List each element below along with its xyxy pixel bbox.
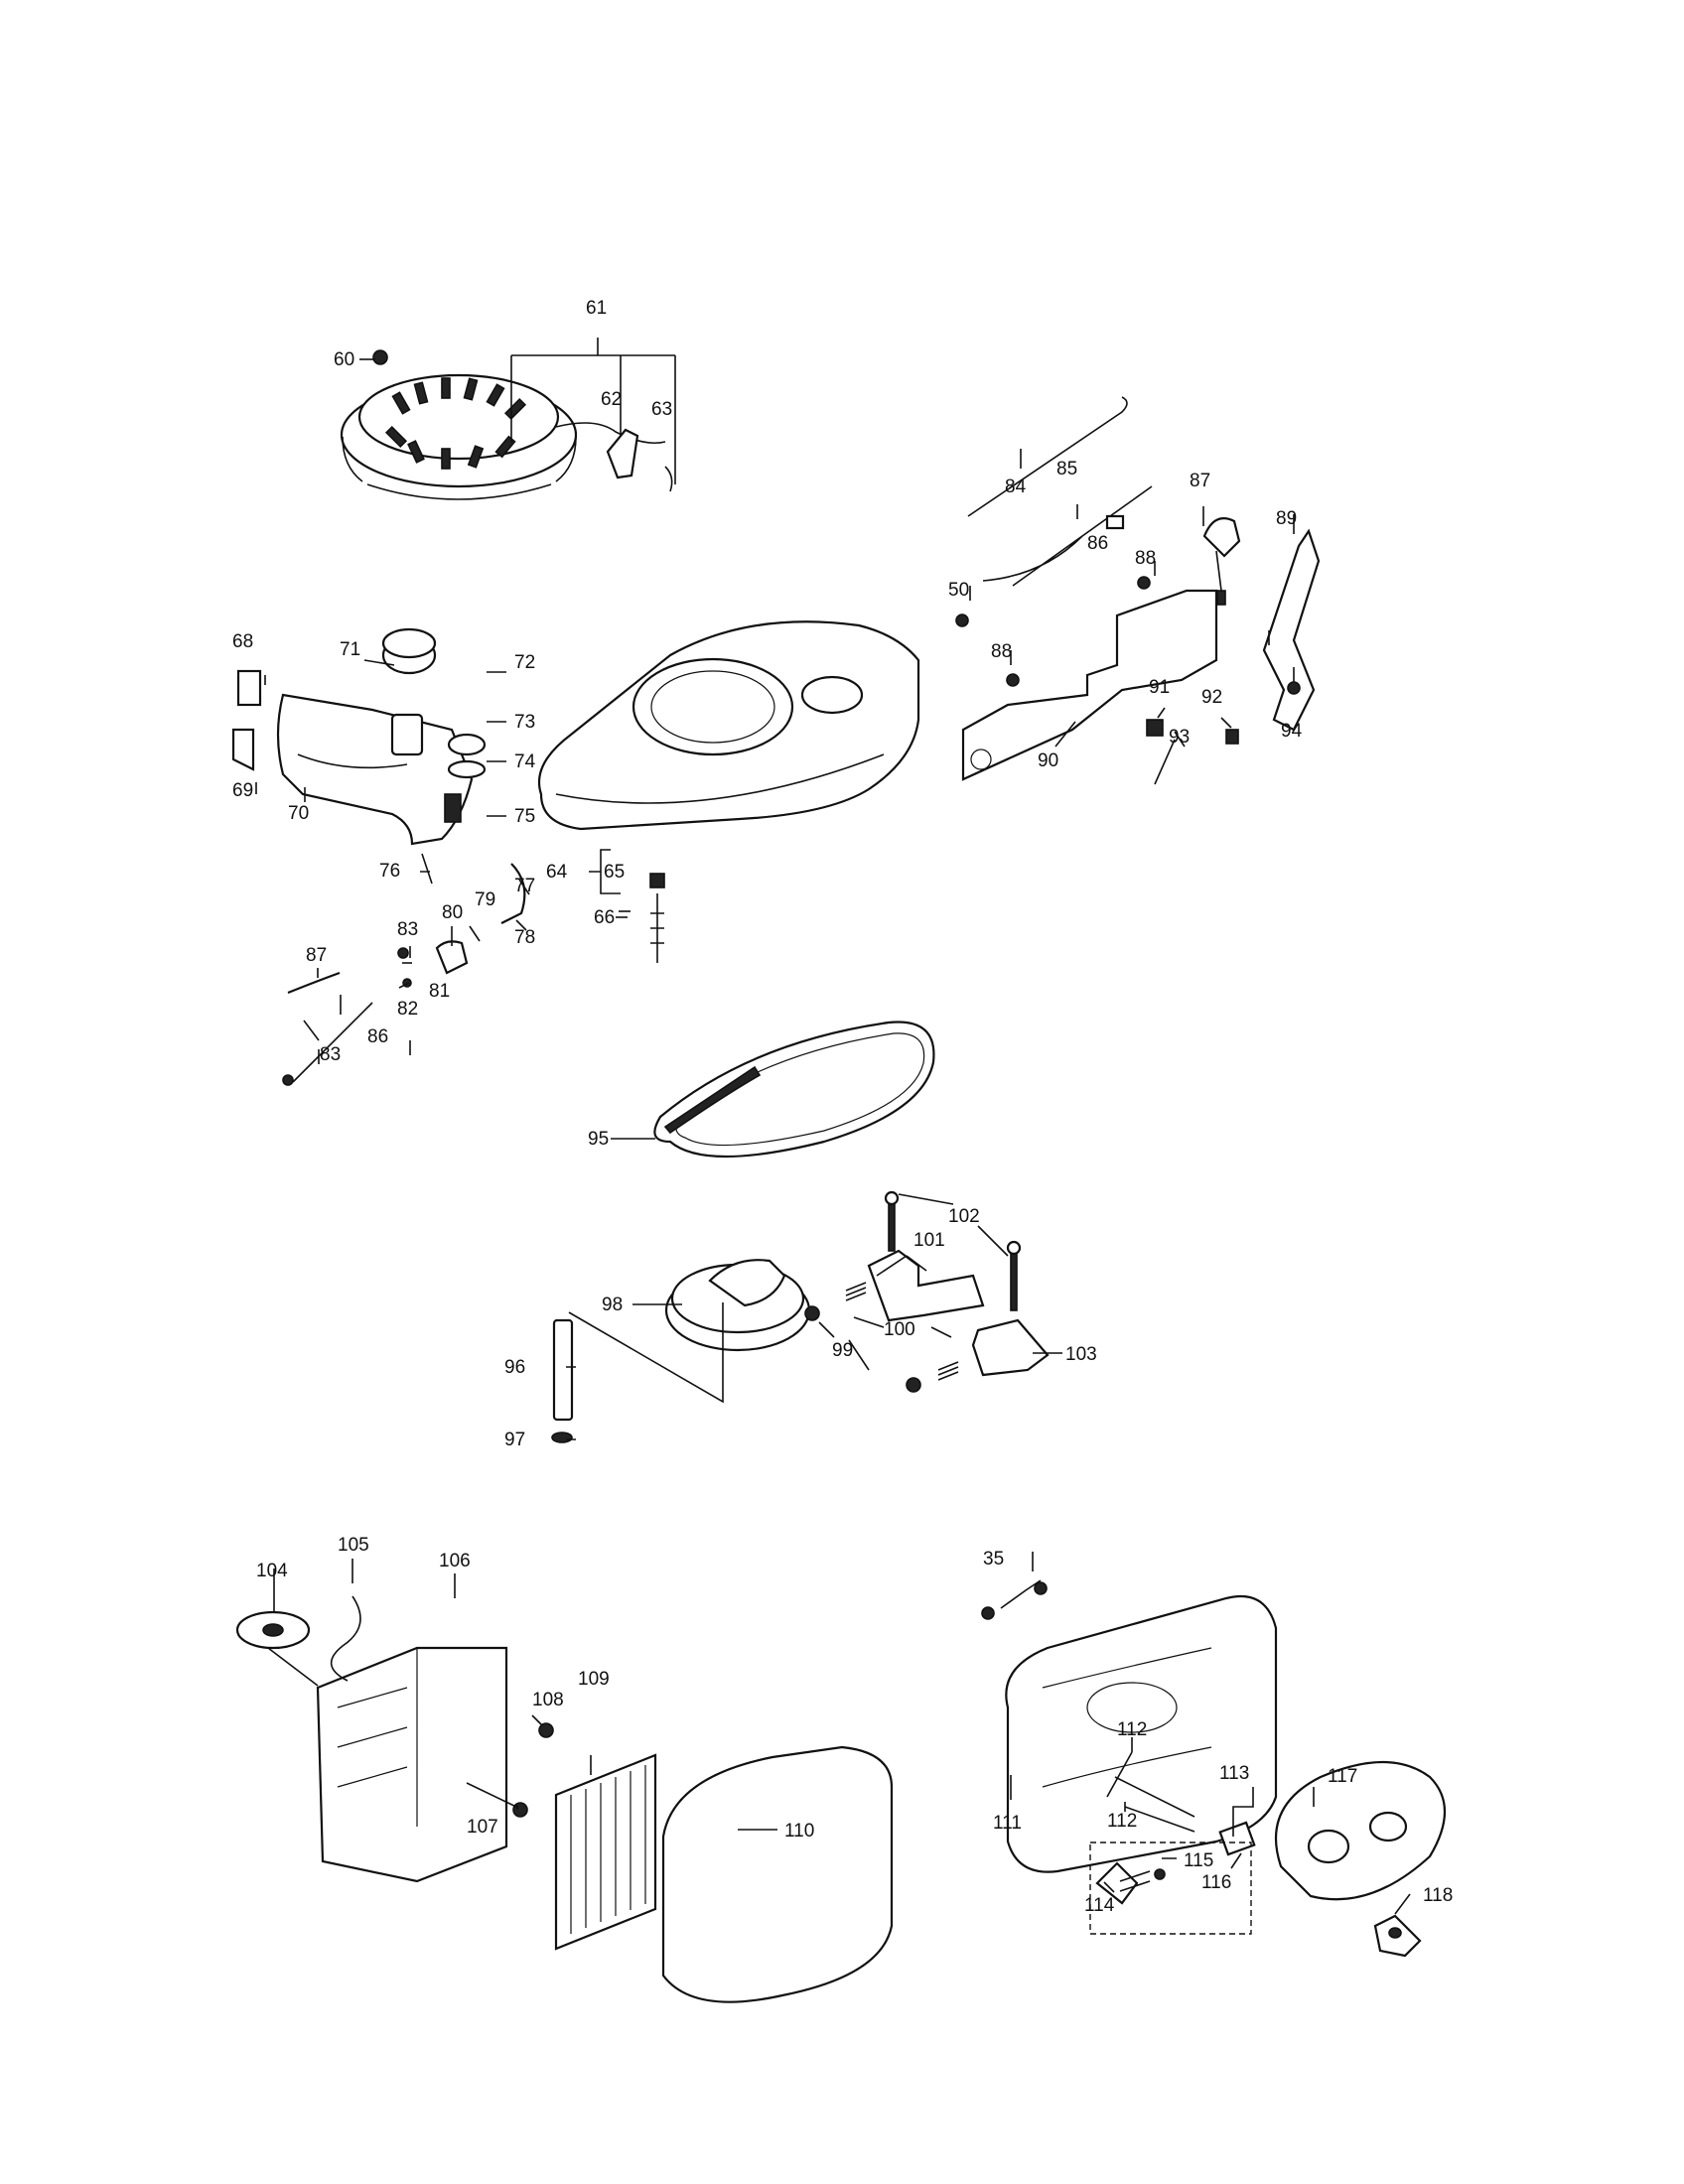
callout-114: 113 — [1219, 1763, 1249, 1784]
air-cleaner-assembly — [235, 1595, 894, 2003]
callout-113b: 112 — [1107, 1811, 1137, 1832]
callout-64: 64 — [546, 862, 568, 883]
callout-95: 94 — [1281, 721, 1303, 742]
callout-77: 78 — [514, 927, 535, 948]
callout-111: 110 — [784, 1821, 814, 1842]
callout-82a: 83 — [397, 919, 418, 940]
callout-117: 116 — [1201, 1872, 1231, 1893]
callout-70: 71 — [340, 639, 360, 660]
callout-35: 35 — [983, 1549, 1004, 1570]
recoil-starter-assembly — [340, 349, 673, 500]
callout-60: 60 — [334, 349, 354, 370]
callout-82b: 83 — [320, 1044, 341, 1065]
callout-74: 75 — [514, 806, 535, 827]
callout-107: 106 — [439, 1551, 471, 1571]
callout-83: 86 — [367, 1026, 388, 1047]
callout-99: 98 — [602, 1295, 623, 1315]
muffler-assembly — [981, 1581, 1447, 1958]
callout-112: 111 — [993, 1813, 1022, 1834]
callout-87: 86 — [1087, 533, 1108, 554]
callout-106: 105 — [338, 1535, 369, 1556]
callout-119: 118 — [1423, 1885, 1453, 1906]
callout-79: 80 — [442, 902, 463, 923]
callout-86: 85 — [1056, 459, 1077, 479]
callout-105: 104 — [256, 1561, 288, 1581]
callout-88: 87 — [1190, 471, 1210, 491]
callout-81: 82 — [397, 999, 418, 1020]
callout-72: 73 — [514, 712, 535, 733]
callout-65: 65 — [604, 862, 625, 883]
callout-80: 81 — [429, 981, 450, 1002]
callout-85: 84 — [1005, 477, 1027, 497]
belt-tensioner-assembly — [551, 1190, 1050, 1443]
callout-108: 107 — [467, 1817, 498, 1838]
callout-104: 103 — [1065, 1344, 1097, 1365]
timing-belt — [653, 1021, 935, 1159]
callout-102: 101 — [913, 1230, 945, 1251]
callout-84: 87 — [306, 945, 327, 966]
callout-93: 92 — [1201, 687, 1222, 708]
callout-103: 102 — [948, 1206, 980, 1227]
callout-67: 68 — [232, 631, 253, 652]
callout-94: 93 — [1169, 727, 1190, 748]
callout-73: 74 — [514, 751, 536, 772]
callout-62: 62 — [601, 389, 622, 410]
callout-118: 117 — [1328, 1766, 1357, 1787]
callout-78: 79 — [475, 889, 495, 910]
callout-50: 50 — [948, 580, 969, 601]
callout-101: 100 — [884, 1319, 915, 1340]
callout-115: 114 — [1084, 1895, 1115, 1916]
callout-116: 115 — [1184, 1850, 1213, 1871]
callout-89b: 88 — [991, 641, 1012, 662]
callout-96: 95 — [588, 1129, 609, 1150]
leader-lines — [255, 338, 1411, 1915]
callout-91: 90 — [1038, 751, 1058, 771]
blower-housing — [537, 620, 920, 963]
callout-76: 77 — [514, 876, 535, 896]
fuel-tank-assembly — [231, 627, 526, 1086]
callout-110: 109 — [578, 1669, 610, 1690]
callout-labels: 61 60 62 63 84 85 86 87 89 50 88 88 90 9… — [232, 298, 1453, 1916]
callout-66: 66 — [594, 907, 615, 928]
callout-71: 72 — [514, 652, 535, 673]
callout-90: 89 — [1276, 508, 1297, 529]
callout-61: 61 — [586, 298, 607, 319]
callout-68: 69 — [232, 780, 253, 801]
callout-69: 70 — [288, 803, 309, 824]
callout-63: 63 — [651, 399, 672, 420]
callout-97: 96 — [504, 1357, 525, 1378]
callout-92: 91 — [1149, 677, 1170, 698]
callout-100: 99 — [832, 1340, 853, 1361]
callout-75: 76 — [379, 861, 400, 882]
callout-98: 97 — [504, 1430, 525, 1450]
callout-113a: 112 — [1117, 1719, 1147, 1740]
callout-109: 108 — [532, 1690, 564, 1710]
governor-linkage — [955, 396, 1321, 785]
callout-89a: 88 — [1135, 548, 1156, 569]
